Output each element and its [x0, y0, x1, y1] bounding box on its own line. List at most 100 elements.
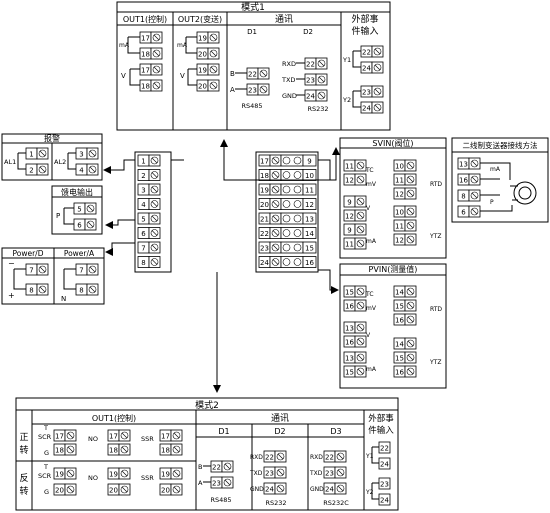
mode2-d2-rxd: RXD	[250, 454, 263, 461]
mode1-out2-label: OUT2(变送)	[178, 14, 222, 24]
mode2-out-terminal-5: 18	[107, 443, 131, 456]
svg-text:18: 18	[260, 172, 269, 180]
pvin-terminal-r3: 14	[393, 337, 417, 350]
svg-text:14: 14	[395, 289, 404, 297]
svin-v-label: V	[366, 205, 371, 212]
mode2-rs232c-label: RS232C	[323, 499, 349, 507]
svg-text:2: 2	[141, 172, 145, 180]
mode2-scr-label-top: SCR	[38, 433, 52, 441]
svg-text:20: 20	[109, 487, 118, 495]
mode1-v-label: V	[121, 72, 126, 80]
pvin-rtd-label: RTD	[430, 306, 442, 313]
svin-terminal-1: 12	[343, 173, 367, 186]
power-d-title: Power/D	[13, 249, 44, 258]
svg-text:24: 24	[260, 259, 269, 267]
svg-text:1: 1	[29, 151, 33, 159]
svin-terminal-0: 11	[343, 159, 367, 172]
svg-text:19: 19	[260, 187, 269, 195]
svg-text:24: 24	[380, 461, 389, 469]
svg-text:13: 13	[345, 325, 354, 333]
svg-text:3: 3	[79, 151, 83, 159]
svin-terminal-4: 9	[343, 223, 367, 236]
mode1-d2-rs232: 22 23 24 RXD TXD GND RS232	[281, 57, 329, 113]
svg-text:9: 9	[307, 158, 311, 166]
svg-text:8: 8	[461, 193, 465, 201]
svg-text:11: 11	[345, 163, 354, 171]
svg-text:13: 13	[345, 355, 354, 363]
svg-text:5: 5	[77, 206, 81, 214]
mode2-y2-label: Y2	[365, 489, 374, 496]
pvin-terminal-0: 15	[343, 285, 367, 298]
alarm-title: 报警	[44, 133, 60, 143]
svin-terminal-r4: 11	[393, 219, 417, 232]
mode2-d3-rxd: RXD	[310, 454, 323, 461]
terminal-4: 4	[137, 198, 161, 210]
mode2-ssr-label-top: SSR	[141, 435, 154, 443]
svin-title: SVIN(阀位)	[372, 138, 413, 148]
mode2-y1-label: Y1	[365, 453, 374, 460]
svg-text:10: 10	[395, 209, 404, 217]
svg-text:6: 6	[461, 209, 466, 217]
svg-text:18: 18	[141, 83, 150, 91]
mode2-d3-label: D3	[330, 427, 341, 436]
svg-text:16: 16	[345, 303, 354, 311]
mode2-reverse-1: 反	[19, 473, 28, 484]
svg-text:16: 16	[395, 317, 404, 325]
svin-ma-label: mA	[366, 238, 377, 245]
svg-text:20: 20	[161, 487, 170, 495]
svg-text:9: 9	[347, 199, 351, 207]
svg-text:12: 12	[395, 237, 404, 245]
svg-text:23: 23	[260, 245, 269, 253]
mode1-comm-label: 通讯	[275, 14, 293, 25]
svg-text:23: 23	[362, 89, 371, 97]
svg-text:8: 8	[29, 287, 33, 295]
svin-rtd-label: RTD	[430, 181, 442, 188]
mode2-scr-label-bottom: SCR	[38, 472, 52, 480]
mode1-ext-label-1: 外部事	[351, 13, 378, 25]
terminal-10: 10	[280, 169, 317, 181]
svin-ytz-label: YTZ	[429, 233, 441, 240]
svin-terminal-5: 11	[343, 237, 367, 250]
svin-terminal-2: 9	[343, 195, 367, 208]
terminal-3: 3	[137, 183, 161, 196]
mode1-rs232-label: RS232	[307, 105, 328, 113]
svin-terminal-r5: 12	[393, 233, 417, 246]
pvin-terminal-5: 15	[343, 365, 367, 378]
svg-text:7: 7	[29, 267, 33, 275]
svg-text:20: 20	[198, 83, 207, 91]
terminal-6: 6	[137, 227, 161, 239]
svg-text:19: 19	[55, 471, 64, 479]
terminal-8: 8	[137, 256, 161, 268]
mode1-out1-terminals: 17 18 17 18 mA V	[119, 31, 163, 92]
svg-text:16: 16	[305, 259, 314, 267]
mode2-g-label-bottom: G	[44, 488, 49, 496]
mode1-panel: 模式1 OUT1(控制) OUT2(变送) 通讯 外部事 件输入 D1 D2 1…	[116, 1, 391, 131]
svg-text:24: 24	[362, 65, 371, 73]
svg-text:5: 5	[141, 216, 145, 224]
svg-text:15: 15	[305, 245, 314, 253]
svg-text:22: 22	[306, 61, 315, 69]
svg-text:24: 24	[362, 105, 371, 113]
mode1-out1-label: OUT1(控制)	[123, 14, 167, 24]
mode1-d2-label: D2	[303, 28, 313, 36]
terminal-2: 2	[137, 169, 161, 181]
pvin-terminal-1: 16	[343, 299, 367, 312]
mode1-ext-label-2: 件输入	[351, 25, 378, 37]
pvin-v-label: V	[366, 332, 371, 339]
svg-text:17: 17	[141, 67, 150, 75]
mode2-out-terminal-9: 18	[159, 443, 183, 456]
svg-text:23: 23	[325, 470, 334, 478]
svg-text:17: 17	[109, 433, 118, 441]
svg-text:7: 7	[141, 245, 145, 253]
svg-text:24: 24	[325, 486, 334, 494]
svg-text:22: 22	[248, 71, 257, 79]
svg-text:3: 3	[141, 187, 145, 195]
pvin-terminal-r4: 15	[393, 351, 417, 364]
terminal-12: 12	[280, 198, 317, 210]
svg-text:16: 16	[345, 339, 354, 347]
pvin-terminal-4: 13	[343, 351, 367, 364]
svg-text:23: 23	[306, 77, 315, 85]
